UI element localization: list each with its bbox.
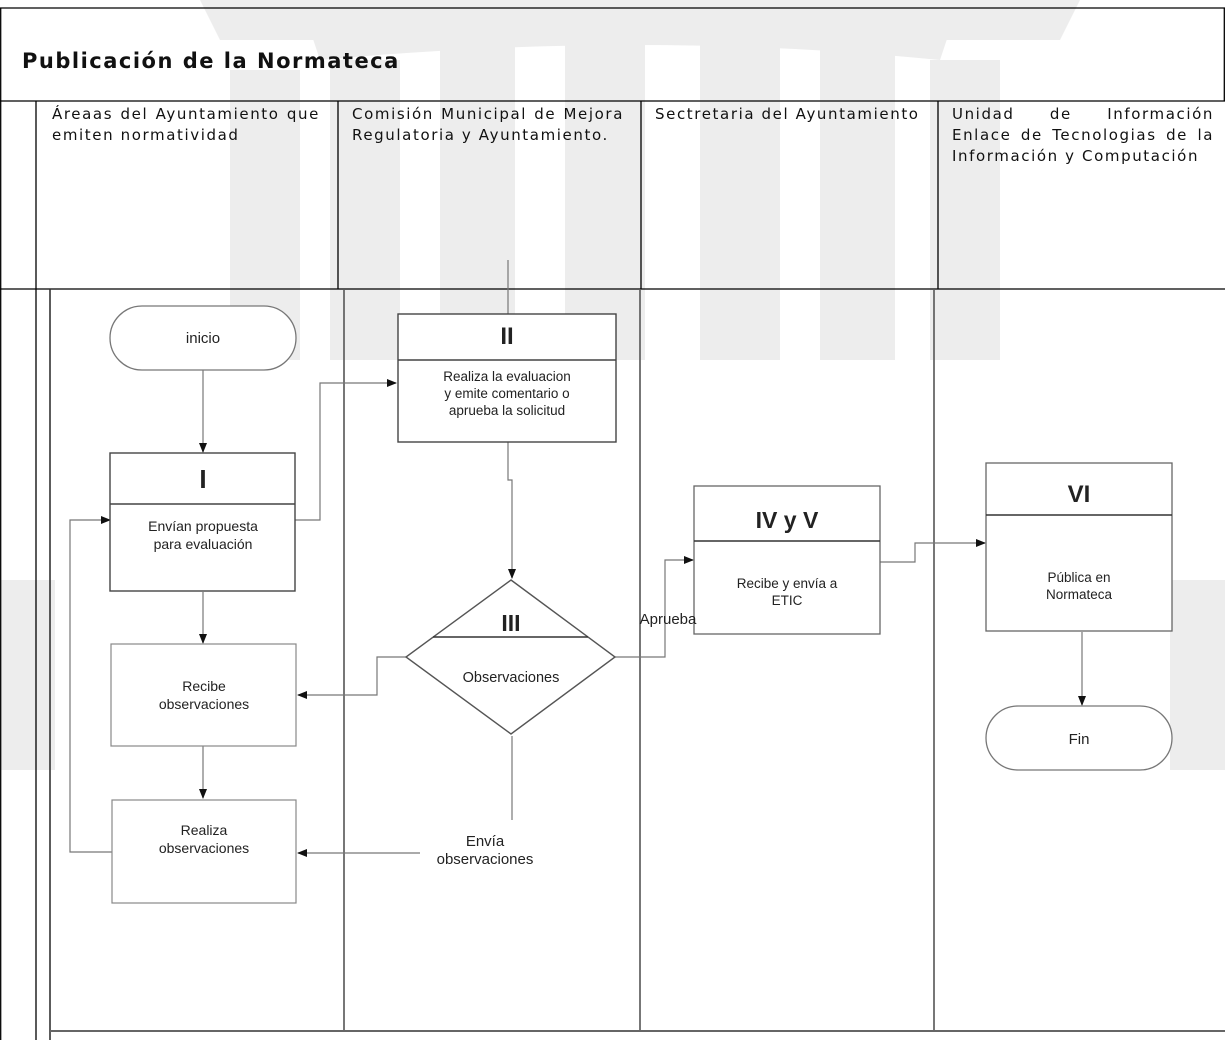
step-II-text-line-1: Realiza la evaluacion — [443, 369, 571, 384]
process-realiza-observaciones: Realiza observaciones — [111, 799, 297, 904]
edge-label-envia-line-2: observaciones — [437, 851, 534, 868]
edge-III-to-recibe — [297, 656, 408, 699]
edge-I-to-II — [295, 379, 397, 521]
realiza-text-line-2: observaciones — [159, 840, 249, 856]
step-I-number: I — [199, 464, 206, 494]
realiza-text-line-1: Realiza — [181, 822, 228, 838]
decision-step-III: III Observaciones — [404, 579, 617, 735]
recibe-text-line-2: observaciones — [159, 696, 249, 712]
end-terminator: Fin — [985, 705, 1173, 771]
step-VI-text-line-2: Normateca — [1046, 587, 1113, 602]
step-III-text: Observaciones — [463, 670, 560, 686]
lane-header-comision: Comisión Municipal de Mejora Regulatoria… — [352, 105, 624, 144]
process-recibe-observaciones: Recibe observaciones — [110, 643, 297, 747]
start-label: inicio — [186, 330, 220, 347]
step-VI-text-line-1: Pública en — [1047, 570, 1110, 585]
step-I-text-line-2: para evaluación — [154, 536, 253, 552]
edge-IVV-to-VI — [880, 539, 986, 563]
page-title: Publicación de la Normateca — [22, 49, 400, 73]
process-step-VI: VI Pública en Normateca — [985, 462, 1173, 632]
step-I-text-line-1: Envían propuesta — [148, 518, 258, 534]
process-step-I: I Envían propuesta para evaluación — [109, 452, 296, 592]
edge-label-aprueba: Aprueba — [640, 611, 697, 628]
start-terminator: inicio — [109, 305, 297, 371]
step-IV-V-text-line-2: ETIC — [772, 593, 803, 608]
step-VI-number: VI — [1068, 481, 1091, 508]
edge-III-aprueba — [614, 556, 694, 658]
edge-label-envia-line-1: Envía — [466, 833, 505, 850]
lane-header-unidad: Unidad de Información Enlace de Tecnolog… — [952, 105, 1214, 165]
step-II-text-line-2: y emite comentario o — [444, 386, 569, 401]
step-II-text-line-3: aprueba la solicitud — [449, 403, 565, 418]
step-IV-V-number: IV y V — [756, 507, 819, 533]
step-III-number: III — [501, 610, 520, 636]
process-step-IV-V: IV y V Recibe y envía a ETIC — [693, 485, 881, 635]
step-II-number: II — [500, 323, 513, 350]
recibe-text-line-1: Recibe — [182, 678, 226, 694]
lane-header-areas: Áreaas del Ayuntamiento que emiten norma… — [52, 105, 320, 144]
edge-realiza-loop-to-I — [69, 516, 112, 853]
lane-header-secretaria: Sectretaria del Ayuntamiento — [655, 105, 920, 123]
process-step-II: II Realiza la evaluacion y emite comenta… — [397, 313, 617, 443]
step-IV-V-text-line-1: Recibe y envía a — [737, 576, 838, 591]
end-label: Fin — [1069, 731, 1090, 748]
